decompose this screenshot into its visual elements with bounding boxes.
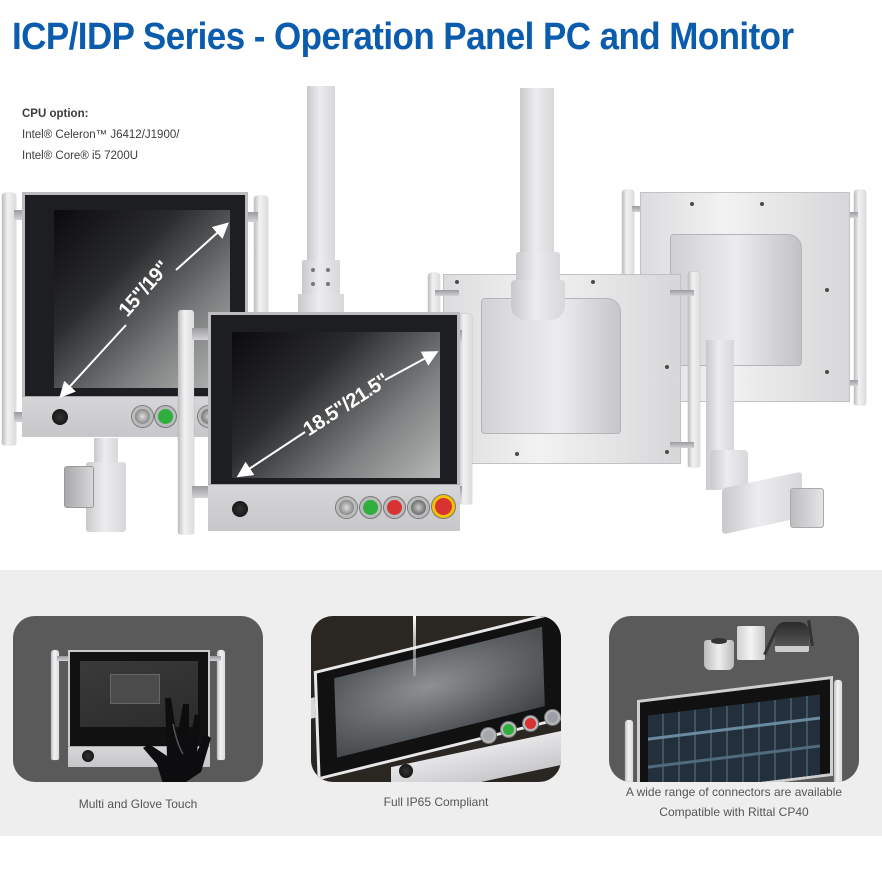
selector-switch-icon <box>132 406 153 427</box>
ceiling-pole-right <box>520 88 554 268</box>
connector-tilt-icon <box>775 622 809 652</box>
control-panel <box>208 484 460 531</box>
screen <box>54 210 230 388</box>
handle-right <box>458 314 472 504</box>
feature-caption-glove-touch: Multi and Glove Touch <box>78 797 198 811</box>
usb-connector-icon <box>52 409 68 425</box>
page-title: ICP/IDP Series - Operation Panel PC and … <box>12 16 794 58</box>
screen <box>232 332 440 478</box>
connector-square-icon <box>737 626 765 660</box>
handle-left <box>178 310 194 534</box>
water-stream <box>413 616 416 676</box>
handle-left <box>2 193 16 445</box>
selector-switch-icon <box>336 497 357 518</box>
handle-right <box>688 272 700 467</box>
feature-caption-ip65: Full IP65 Compliant <box>383 795 489 809</box>
feature-strip: Multi and Glove Touch Full IP65 Complian… <box>0 570 882 836</box>
usb-connector-icon <box>232 501 248 517</box>
ceiling-pole-left <box>307 86 335 266</box>
feature-card-glove-touch <box>13 616 263 782</box>
glove-hand-icon <box>143 698 211 782</box>
cpu-options: CPU option: Intel® Celeron™ J6412/J1900/… <box>22 104 179 167</box>
key-switch-icon <box>408 497 429 518</box>
cpu-line-2: Intel® Core® i5 7200U <box>22 150 139 162</box>
handle-right <box>854 190 866 405</box>
red-button-icon <box>384 497 405 518</box>
green-button-icon <box>360 497 381 518</box>
green-button-icon <box>155 406 176 427</box>
feature-card-ip65 <box>311 616 561 782</box>
connector-round-icon <box>704 638 734 670</box>
emergency-stop-icon <box>432 495 455 518</box>
feature-card-connectors <box>609 616 859 782</box>
cpu-line-1: Intel® Celeron™ J6412/J1900/ <box>22 129 180 141</box>
hero-product-image: 15"/19" 18.5"/21.5" <box>0 80 882 560</box>
feature-caption-connectors: A wide range of connectors are available… <box>625 785 843 819</box>
hmi-screen <box>637 675 833 782</box>
dimension-arrows <box>59 222 439 478</box>
cpu-heading: CPU option: <box>22 108 89 120</box>
